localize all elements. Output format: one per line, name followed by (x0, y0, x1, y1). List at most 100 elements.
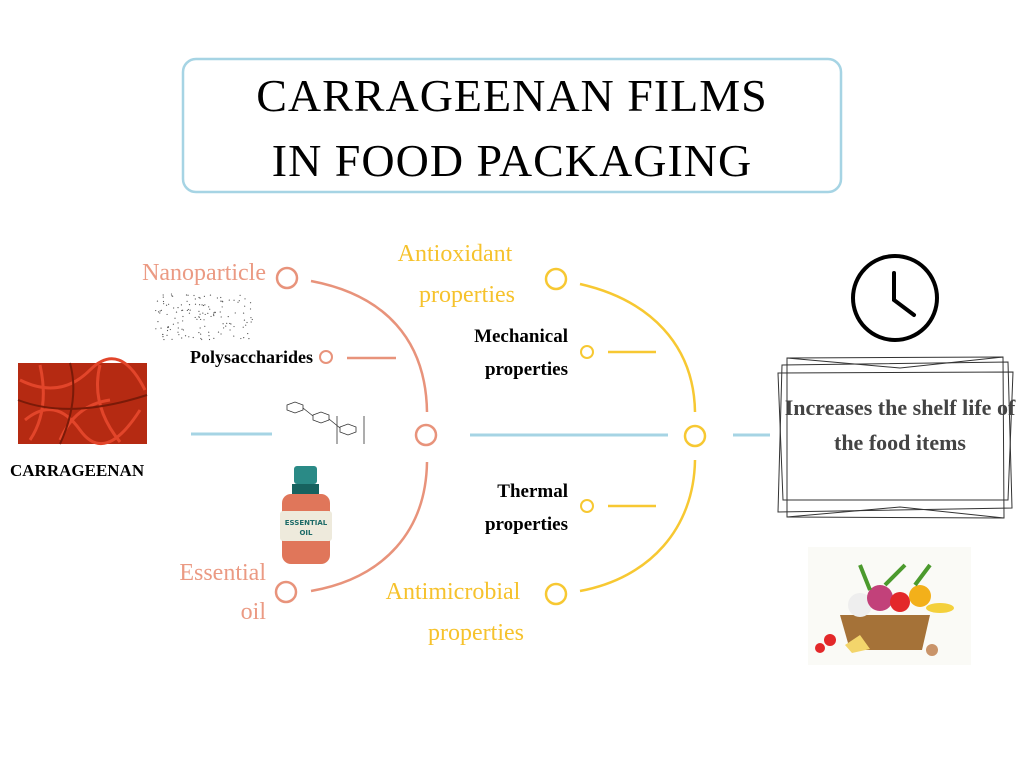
nanoparticle-dot (229, 329, 231, 331)
nanoparticle-dot (242, 312, 245, 314)
nanoparticle-dot (162, 296, 164, 298)
nanoparticle-dot (181, 337, 183, 339)
nanoparticle-dot (230, 323, 232, 325)
nanoparticle-dot (244, 305, 246, 307)
nanoparticle-dot (251, 318, 253, 321)
nanoparticle-dot (162, 294, 164, 296)
food-basket-image (808, 547, 971, 665)
nanoparticle-dot (246, 321, 248, 324)
nanoparticle-dot (162, 336, 164, 338)
node-mechanical (580, 345, 594, 359)
nanoparticle-dot (210, 315, 212, 318)
nanoparticle-dot (182, 320, 184, 322)
nanoparticle-dot (204, 304, 206, 306)
nanoparticle-dot (226, 322, 228, 325)
nanoparticle-dot (216, 297, 219, 299)
nanoparticle-dot (182, 309, 184, 311)
nanoparticle-dot (198, 304, 201, 306)
nanoparticle-dot (234, 312, 236, 314)
nanoparticle-dot (213, 312, 215, 314)
nanoparticle-dot (196, 318, 198, 320)
nanoparticle-dot (175, 311, 178, 313)
essential-oil-label-line2: oil (240, 599, 266, 625)
nanoparticle-dot (170, 293, 173, 295)
node-nanoparticle (275, 266, 299, 290)
title-line1: CARRAGEENAN FILMS (256, 70, 768, 121)
nanoparticle-dot (208, 338, 211, 341)
node-thermal (580, 499, 594, 513)
nanoparticle-dot (204, 313, 206, 316)
nanoparticle-dot (201, 338, 203, 341)
nanoparticle-dot (163, 303, 165, 305)
nanoparticle-dot (171, 295, 173, 297)
nanoparticle-dot (160, 327, 162, 329)
nanoparticle-dot (199, 327, 201, 329)
nanoparticle-dot (193, 294, 195, 297)
nanoparticle-dot (178, 334, 180, 336)
outcome-text: Increases the shelf life of the food ite… (784, 395, 1016, 455)
nanoparticle-dot (214, 311, 216, 313)
nanoparticle-label: Nanoparticle (142, 260, 266, 286)
molecule-image (286, 401, 365, 444)
nanoparticle-dot (213, 337, 215, 339)
nanoparticle-dot (217, 331, 220, 333)
nanoparticle-dot (249, 302, 252, 304)
nanoparticle-dot (185, 294, 188, 296)
nanoparticle-dot (198, 331, 200, 334)
nanoparticle-dot (177, 307, 179, 309)
node-antioxidant (544, 267, 568, 291)
nanoparticle-dot (166, 334, 168, 336)
nanoparticle-dot (244, 298, 246, 300)
antioxidant-label-line1: Antioxidant (397, 241, 513, 267)
nanoparticle-dot (233, 325, 235, 328)
nanoparticle-dot (220, 300, 222, 302)
nanoparticle-dot (222, 301, 224, 303)
nanoparticle-dot (233, 299, 235, 301)
nanoparticle-dot (166, 329, 169, 332)
nanoparticle-dot (222, 327, 225, 329)
nanoparticle-dot (155, 328, 157, 330)
nanoparticle-dot (188, 336, 190, 338)
nanoparticle-dot (237, 301, 239, 303)
essential-oil-bottle-image (280, 466, 332, 564)
nanoparticle-dot (188, 312, 191, 314)
nanoparticle-dot (250, 317, 252, 319)
nanoparticle-dot (155, 309, 157, 312)
nanoparticle-dot (207, 312, 209, 314)
nanoparticle-dot (162, 300, 165, 303)
nanoparticle-dot (200, 333, 202, 335)
antimicrobial-label-line1: Antimicrobial (385, 579, 521, 605)
salmon-arc-top (310, 279, 429, 413)
nanoparticle-dot (213, 314, 215, 317)
nanoparticle-dot (220, 333, 222, 335)
nanoparticle-dot (219, 311, 221, 313)
nanoparticle-dot (203, 319, 205, 321)
nanoparticle-dot (172, 323, 174, 325)
nanoparticle-dot (248, 338, 250, 340)
nanoparticle-dot (208, 306, 210, 308)
mechanical-label-line2: properties (484, 359, 568, 380)
nanoparticle-dot (157, 311, 160, 313)
nanoparticle-dot (208, 331, 210, 333)
nanoparticle-dot (202, 312, 204, 314)
nanoparticle-dot (208, 335, 210, 337)
nanoparticle-dot (209, 294, 212, 296)
nanoparticle-dot (239, 294, 241, 296)
nanoparticle-dot (160, 309, 163, 311)
nanoparticle-dot (165, 304, 168, 306)
nanoparticle-dot (209, 308, 211, 310)
nanoparticle-dot (194, 303, 197, 305)
nanoparticle-dot (201, 304, 203, 306)
nanoparticle-dot (174, 317, 176, 319)
nanoparticle-dot (220, 316, 222, 318)
nanoparticle-dot (180, 304, 183, 306)
nanoparticle-dot (159, 312, 161, 314)
nanoparticle-dot (221, 306, 223, 308)
nanoparticle-dot (173, 307, 175, 309)
nanoparticle-dot (240, 337, 242, 340)
nanoparticle-dot (192, 336, 194, 339)
nanoparticle-dot (199, 297, 201, 299)
thermal-label-line2: properties (484, 514, 568, 535)
nanoparticle-dot (166, 313, 168, 316)
nanoparticle-dot (163, 338, 165, 341)
